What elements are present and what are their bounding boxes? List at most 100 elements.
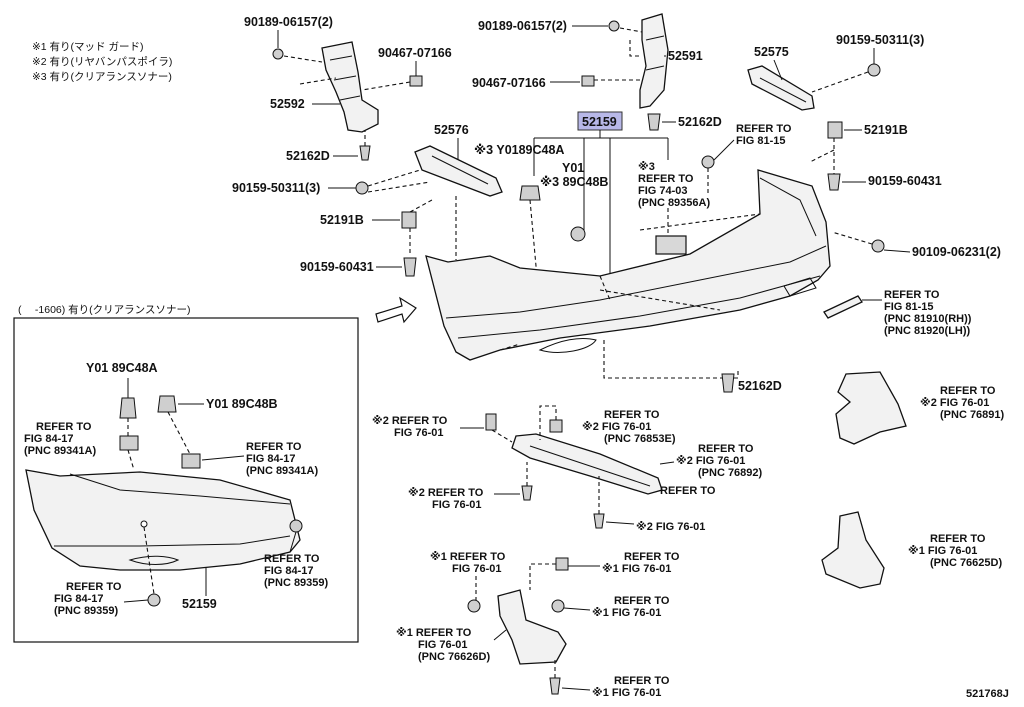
svg-text:FIG 84-17: FIG 84-17 bbox=[246, 453, 296, 465]
clip-52162d-c[interactable] bbox=[721, 373, 735, 393]
bolt-mudguard-d[interactable] bbox=[467, 599, 481, 613]
svg-text:(PNC 89359): (PNC 89359) bbox=[54, 605, 119, 617]
label-52162d-b: 52162D bbox=[678, 115, 722, 129]
ref-74-03[interactable]: ※3 REFER TO FIG 74-03 (PNC 89356A) bbox=[638, 161, 710, 209]
clip-mudguard-e[interactable] bbox=[555, 557, 569, 571]
label-52191b-a: 52191B bbox=[320, 213, 364, 227]
rear-bumper-cover[interactable] bbox=[425, 169, 831, 361]
retainer-52191b-b[interactable] bbox=[827, 121, 843, 139]
svg-text:REFER TO: REFER TO bbox=[736, 123, 792, 135]
inset-sensor-a[interactable] bbox=[119, 435, 139, 451]
inset-frame bbox=[13, 317, 359, 643]
mudguard-76625d[interactable] bbox=[821, 511, 885, 589]
ref-76891[interactable]: REFER TO ※2 FIG 76-01 (PNC 76891) bbox=[920, 385, 1005, 421]
clip-90467-a[interactable] bbox=[409, 75, 423, 87]
clip-y0189c48b[interactable] bbox=[570, 226, 586, 242]
svg-text:FIG 76-01: FIG 76-01 bbox=[452, 563, 502, 575]
svg-text:REFER TO: REFER TO bbox=[660, 485, 716, 497]
screw-90159-60431-a[interactable] bbox=[403, 257, 417, 277]
inset-sensor-c[interactable] bbox=[289, 519, 303, 533]
svg-text:REFER TO: REFER TO bbox=[930, 533, 986, 545]
label-52162d-c: 52162D bbox=[738, 379, 782, 393]
clip-76853e[interactable] bbox=[549, 419, 563, 433]
mudguard-76891[interactable] bbox=[835, 371, 907, 445]
bracket-52576[interactable] bbox=[414, 145, 503, 197]
bolt-90109[interactable] bbox=[871, 239, 885, 253]
inset-ref-84-17-b[interactable]: REFER TO FIG 84-17 (PNC 89341A) bbox=[246, 441, 318, 477]
ref-76892[interactable]: REFER TO ※2 FIG 76-01 (PNC 76892) bbox=[676, 443, 763, 479]
ref-76-01-d[interactable]: ※1 REFER TO FIG 76-01 bbox=[430, 551, 506, 575]
svg-text:FIG 81-15: FIG 81-15 bbox=[736, 135, 786, 147]
sensor-plate bbox=[655, 235, 687, 255]
label-52162d-a: 52162D bbox=[286, 149, 330, 163]
ref-81-15-b[interactable]: REFER TO FIG 81-15 (PNC 81910(RH)) (PNC … bbox=[884, 289, 972, 337]
ref-76-01-g[interactable]: REFER TO ※1 FIG 76-01 bbox=[592, 675, 670, 699]
label-52159: 52159 bbox=[582, 115, 617, 129]
svg-text:(PNC 89341A): (PNC 89341A) bbox=[246, 465, 318, 477]
svg-text:※3: ※3 bbox=[638, 161, 655, 173]
retainer-52591[interactable] bbox=[639, 13, 669, 109]
svg-text:(PNC 89341A): (PNC 89341A) bbox=[24, 445, 96, 457]
inset-sensor-d[interactable] bbox=[147, 593, 161, 607]
ref-76625d[interactable]: REFER TO ※1 FIG 76-01 (PNC 76625D) bbox=[908, 533, 1002, 569]
svg-text:FIG 76-01: FIG 76-01 bbox=[432, 499, 482, 511]
label-52575: 52575 bbox=[754, 45, 789, 59]
svg-text:REFER TO: REFER TO bbox=[614, 595, 670, 607]
svg-text:(PNC 89356A): (PNC 89356A) bbox=[638, 197, 710, 209]
svg-text:※1 FIG 76-01: ※1 FIG 76-01 bbox=[592, 687, 661, 699]
svg-text:(PNC 76626D): (PNC 76626D) bbox=[418, 651, 490, 663]
svg-text:REFER TO: REFER TO bbox=[246, 441, 302, 453]
svg-text:FIG 84-17: FIG 84-17 bbox=[264, 565, 314, 577]
bracket-52575[interactable] bbox=[747, 65, 815, 111]
clip-y0189c48a[interactable] bbox=[519, 185, 541, 201]
svg-text:REFER TO: REFER TO bbox=[604, 409, 660, 421]
reflector-81-15[interactable] bbox=[823, 295, 863, 319]
inset-clip-y01b[interactable] bbox=[157, 395, 177, 413]
svg-text:(PNC 76892): (PNC 76892) bbox=[698, 467, 763, 479]
label-90159-60431-b: 90159-60431 bbox=[868, 174, 942, 188]
svg-text:REFER TO: REFER TO bbox=[624, 551, 680, 563]
note-3: ※3 有り(クリアランスソナー) bbox=[32, 70, 172, 83]
bolt-90159-a[interactable] bbox=[355, 181, 369, 195]
clip-ref-81-15[interactable] bbox=[701, 155, 715, 169]
label-inset-52159: 52159 bbox=[182, 597, 217, 611]
screw-90159-60431-b[interactable] bbox=[827, 173, 841, 191]
label-90467-b: 90467-07166 bbox=[472, 76, 546, 90]
ref-76-01-f[interactable]: REFER TO ※1 FIG 76-01 bbox=[592, 595, 670, 619]
ref-76-01-a[interactable]: ※2 REFER TO FIG 76-01 bbox=[372, 415, 448, 439]
inset-ref-84-17-a[interactable]: REFER TO FIG 84-17 (PNC 89341A) bbox=[24, 421, 96, 457]
retainer-52191b-a[interactable] bbox=[401, 211, 417, 229]
inset-clip-y01a[interactable] bbox=[119, 397, 137, 419]
bolt-90159-b[interactable] bbox=[867, 63, 881, 77]
mudguard-76626d[interactable] bbox=[497, 589, 567, 665]
ref-76-01-e[interactable]: REFER TO ※1 FIG 76-01 bbox=[602, 551, 680, 575]
clip-spoiler-a[interactable] bbox=[485, 413, 497, 431]
inset-sensor-b[interactable] bbox=[181, 453, 201, 469]
svg-text:REFER TO: REFER TO bbox=[36, 421, 92, 433]
clip-90189-a[interactable] bbox=[272, 48, 284, 60]
label-90159-a: 90159-50311(3) bbox=[232, 181, 320, 195]
clip-52162d-a[interactable] bbox=[359, 145, 371, 161]
svg-text:※1 FIG 76-01: ※1 FIG 76-01 bbox=[602, 563, 671, 575]
ref-76-01-b[interactable]: ※2 REFER TO FIG 76-01 bbox=[408, 487, 484, 511]
bolt-spoiler-c[interactable] bbox=[593, 513, 605, 529]
inset-bumper-52159[interactable] bbox=[25, 469, 301, 571]
clip-mudguard-f[interactable] bbox=[551, 599, 565, 613]
inset-ref-84-17-c[interactable]: REFER TO FIG 84-17 (PNC 89359) bbox=[264, 553, 329, 589]
svg-text:REFER TO: REFER TO bbox=[66, 581, 122, 593]
ref-76626d[interactable]: ※1 REFER TO FIG 76-01 (PNC 76626D) bbox=[396, 627, 490, 663]
ref-81-15-a[interactable]: REFER TO FIG 81-15 bbox=[736, 123, 792, 147]
clip-90467-b[interactable] bbox=[581, 75, 595, 87]
bolt-spoiler-b[interactable] bbox=[521, 485, 533, 501]
svg-text:※2 REFER TO: ※2 REFER TO bbox=[372, 415, 448, 427]
inset-title: ( -1606) 有り(クリアランスソナー) bbox=[18, 303, 190, 316]
retainer-52592[interactable] bbox=[321, 41, 379, 133]
bolt-mudguard-g[interactable] bbox=[549, 677, 561, 695]
clip-90189-b[interactable] bbox=[608, 20, 620, 32]
svg-text:FIG 74-03: FIG 74-03 bbox=[638, 185, 688, 197]
spoiler-76892[interactable] bbox=[511, 433, 663, 495]
ref-76-01-c[interactable]: REFER TO ※2 FIG 76-01 bbox=[636, 485, 716, 533]
ref-76853e[interactable]: REFER TO ※2 FIG 76-01 (PNC 76853E) bbox=[582, 409, 676, 445]
clip-52162d-b[interactable] bbox=[647, 113, 661, 131]
inset-ref-84-17-d[interactable]: REFER TO FIG 84-17 (PNC 89359) bbox=[54, 581, 122, 617]
